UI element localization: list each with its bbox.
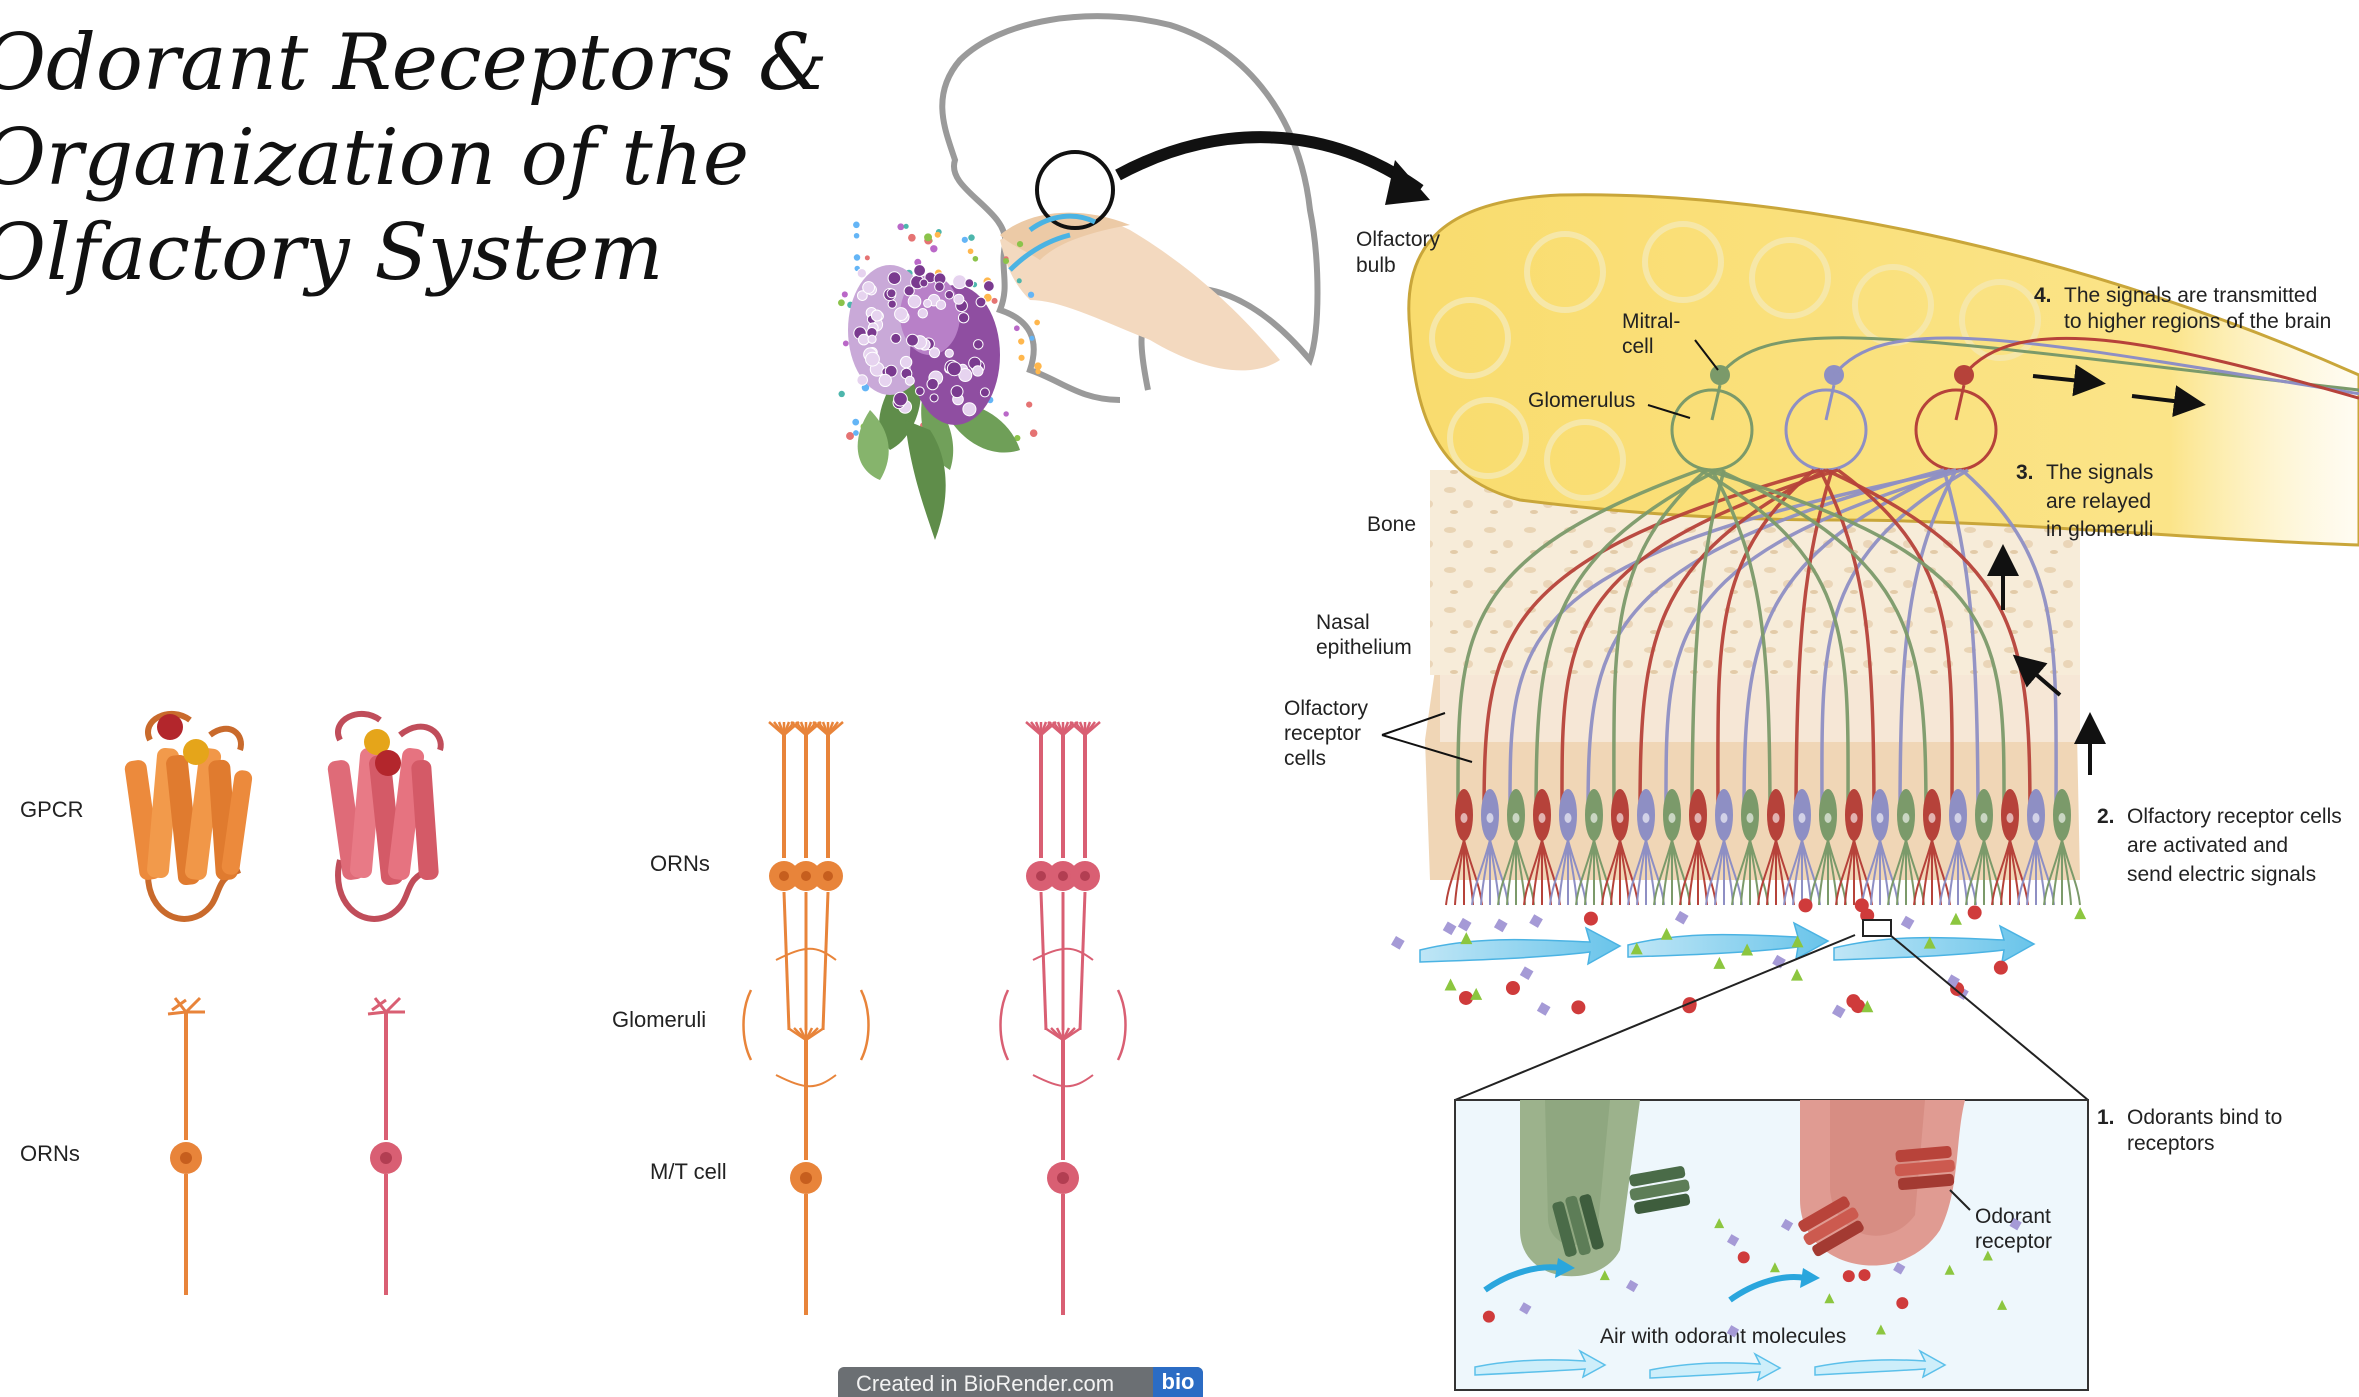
step4-line-1: The signals are transmitted <box>2064 284 2317 307</box>
step1-number: 1. <box>2097 1106 2115 1129</box>
nasal-epithelium-label-2: epithelium <box>1316 636 1412 659</box>
orns-label-middle: ORNs <box>650 851 710 876</box>
olfactory-bulb-label-1: Olfactory <box>1356 228 1441 251</box>
step3-number: 3. <box>2016 461 2034 484</box>
orn-group-orange <box>744 722 869 1315</box>
receptor-inset: Odorant receptor Air with odorant molecu… <box>1455 920 2088 1390</box>
step2-line-1: Olfactory receptor cells <box>2127 805 2342 828</box>
biorender-credit[interactable]: Created in BioRender.com bio <box>838 1367 1203 1397</box>
receptor-cells-label-2: receptor <box>1284 722 1361 745</box>
bone-label: Bone <box>1367 513 1416 536</box>
receptor-cells-label-3: cells <box>1284 747 1326 770</box>
step4-number: 4. <box>2034 284 2052 307</box>
step2-line-2: are activated and <box>2127 834 2288 857</box>
zoom-arrow <box>1118 137 1420 190</box>
step1-line-2: receptors <box>2127 1132 2215 1155</box>
orn-group-pink <box>1001 722 1126 1315</box>
gpcr-label: GPCR <box>20 797 84 822</box>
orn-neuron-pink-left <box>368 998 405 1295</box>
glomerulus-label: Glomerulus <box>1528 389 1635 412</box>
gpcr-receptor-pink <box>327 714 441 919</box>
step2-number: 2. <box>2097 805 2115 828</box>
lilac-flower <box>848 265 1020 540</box>
orn-neuron-orange-left <box>168 998 205 1295</box>
step3-line-3: in glomeruli <box>2046 518 2153 541</box>
glomeruli-label: Glomeruli <box>612 1007 706 1032</box>
mitral-cell-label-2: cell <box>1622 335 1654 358</box>
biorender-logo: bio <box>1153 1367 1203 1397</box>
receptor-cells-label-1: Olfactory <box>1284 697 1369 720</box>
credit-text: Created in BioRender.com <box>856 1371 1114 1397</box>
olfactory-bulb-label-2: bulb <box>1356 254 1396 277</box>
step2-line-3: send electric signals <box>2127 863 2316 886</box>
air-odorant-label: Air with odorant molecules <box>1600 1325 1846 1348</box>
odorant-receptor-label-2: receptor <box>1975 1230 2052 1253</box>
orns-label-left: ORNs <box>20 1141 80 1166</box>
gpcr-receptor-orange <box>124 714 253 919</box>
step3-line-1: The signals <box>2046 461 2153 484</box>
head-illustration <box>942 16 1430 400</box>
mitral-cell-label-1: Mitral- <box>1622 310 1680 333</box>
step1-line-1: Odorants bind to <box>2127 1106 2282 1129</box>
step4-line-2: to higher regions of the brain <box>2064 310 2331 333</box>
mt-cell-label: M/T cell <box>650 1159 727 1184</box>
step3-line-2: are relayed <box>2046 490 2151 513</box>
nasal-epithelium-label-1: Nasal <box>1316 611 1370 634</box>
